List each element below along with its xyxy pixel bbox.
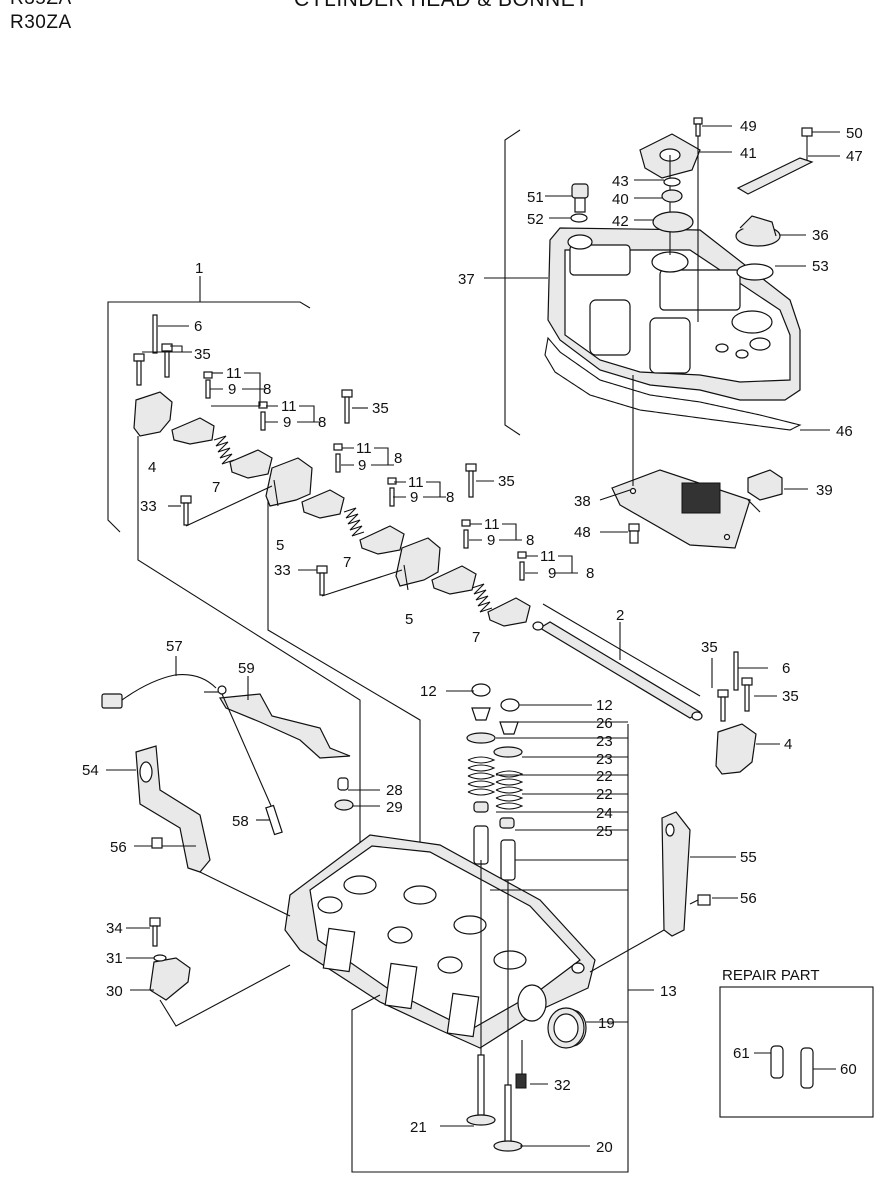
callout-11: 11 (356, 440, 372, 457)
callout-11: 11 (484, 516, 500, 533)
callout-8: 8 (526, 532, 534, 549)
callout-9: 9 (487, 532, 495, 549)
callout-12: 12 (596, 697, 613, 714)
callout-4: 4 (784, 736, 792, 753)
callout-55: 55 (740, 849, 757, 866)
callout-49: 49 (740, 118, 757, 135)
callout-51: 51 (527, 189, 544, 206)
callout-38: 38 (574, 493, 591, 510)
callout-9: 9 (358, 457, 366, 474)
callout-5: 5 (276, 537, 284, 554)
callout-43: 43 (612, 173, 629, 190)
callout-21: 21 (410, 1119, 427, 1136)
model-code-2: R30ZA (10, 12, 72, 33)
callout-2: 2 (616, 607, 624, 624)
callout-22: 22 (596, 786, 613, 803)
callout-11: 11 (408, 474, 424, 491)
callout-9: 9 (228, 381, 236, 398)
repair-part-title: REPAIR PART (722, 967, 820, 984)
callout-32: 32 (554, 1077, 571, 1094)
callout-23: 23 (596, 733, 613, 750)
callout-28: 28 (386, 782, 403, 799)
callout-39: 39 (816, 482, 833, 499)
callout-12: 12 (420, 683, 437, 700)
callout-35: 35 (782, 688, 799, 705)
callout-24: 24 (596, 805, 613, 822)
valves (466, 860, 523, 1152)
callout-29: 29 (386, 799, 403, 816)
callout-50: 50 (846, 125, 863, 142)
callout-26: 26 (596, 715, 613, 732)
page-title: CYLINDER HEAD & BONNET (294, 0, 589, 12)
callout-8: 8 (446, 489, 454, 506)
callout-52: 52 (527, 211, 544, 228)
callout-6: 6 (782, 660, 790, 677)
callout-9: 9 (283, 414, 291, 431)
cylinder-head (284, 834, 596, 1089)
callout-11: 11 (540, 548, 556, 565)
callout-11: 11 (226, 365, 242, 382)
callout-7: 7 (343, 554, 351, 571)
callout-4: 4 (148, 459, 156, 476)
callout-13: 13 (660, 983, 677, 1000)
leader-lines (106, 125, 840, 1147)
callout-22: 22 (596, 768, 613, 785)
callout-1: 1 (195, 260, 203, 277)
callout-34: 34 (106, 920, 123, 937)
model-code-1: R35ZA (10, 0, 72, 10)
callout-8: 8 (318, 414, 326, 431)
callout-46: 46 (836, 423, 853, 440)
callout-36: 36 (812, 227, 829, 244)
callout-58: 58 (232, 813, 249, 830)
callout-54: 54 (82, 762, 99, 779)
callout-9: 9 (410, 489, 418, 506)
callout-6: 6 (194, 318, 202, 335)
callout-33: 33 (140, 498, 157, 515)
callout-5: 5 (405, 611, 413, 628)
callout-35: 35 (372, 400, 389, 417)
callout-31: 31 (106, 950, 123, 967)
callout-57: 57 (166, 638, 183, 655)
wiring-harness (101, 673, 351, 836)
callout-8: 8 (263, 381, 271, 398)
callout-35: 35 (701, 639, 718, 656)
callout-35: 35 (498, 473, 515, 490)
callout-60: 60 (840, 1061, 857, 1078)
callout-53: 53 (812, 258, 829, 275)
callout-61: 61 (733, 1045, 750, 1062)
callout-7: 7 (212, 479, 220, 496)
callout-19: 19 (598, 1015, 615, 1032)
callout-25: 25 (596, 823, 613, 840)
callout-56: 56 (110, 839, 127, 856)
bonnet-assembly (504, 117, 814, 549)
callout-59: 59 (238, 660, 255, 677)
callout-30: 30 (106, 983, 123, 1000)
rocker-arm-assembly (107, 276, 757, 860)
callout-56: 56 (740, 890, 757, 907)
callout-41: 41 (740, 145, 757, 162)
callout-11: 11 (281, 398, 297, 415)
callout-8: 8 (586, 565, 594, 582)
repair-part-box (719, 986, 874, 1118)
valve-train (334, 683, 524, 881)
callout-40: 40 (612, 191, 629, 208)
callout-33: 33 (274, 562, 291, 579)
callout-23: 23 (596, 751, 613, 768)
callout-48: 48 (574, 524, 591, 541)
callout-47: 47 (846, 148, 863, 165)
callout-42: 42 (612, 213, 629, 230)
callout-37: 37 (458, 271, 475, 288)
callout-9: 9 (548, 565, 556, 582)
callout-8: 8 (394, 450, 402, 467)
callout-20: 20 (596, 1139, 613, 1156)
callout-7: 7 (472, 629, 480, 646)
callout-35: 35 (194, 346, 211, 363)
